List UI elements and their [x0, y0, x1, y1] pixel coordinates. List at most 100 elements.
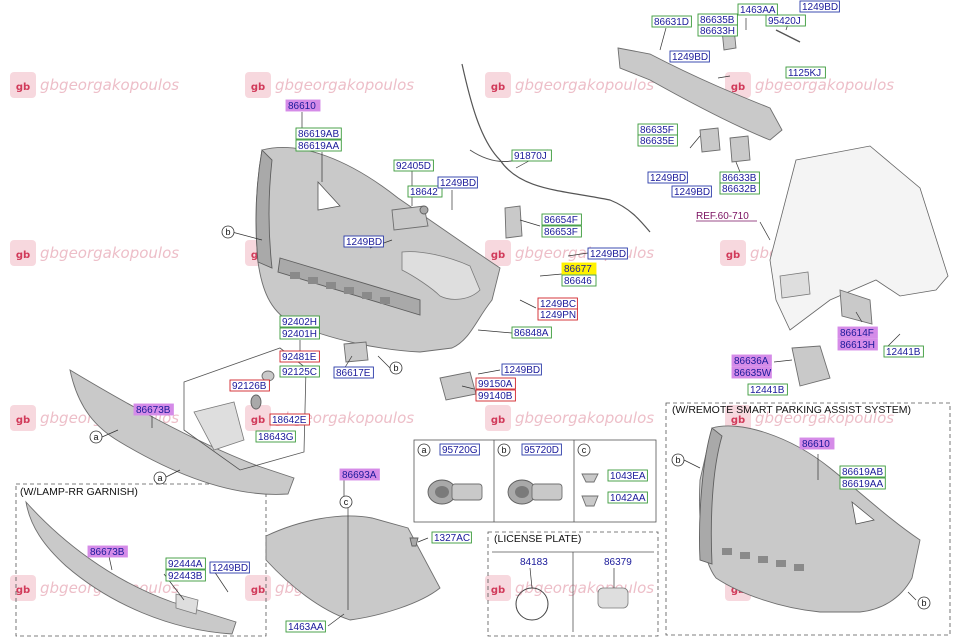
part-label-text: 86619AA	[842, 479, 883, 490]
part-label-box	[229, 379, 270, 392]
wiring-harness	[461, 63, 651, 233]
parking-sensor-a-icon	[427, 479, 483, 505]
svg-text:gb: gb	[491, 585, 505, 596]
part-label-box	[521, 443, 562, 456]
part-label-text: 86654F	[544, 215, 578, 226]
svg-text:gb: gb	[731, 415, 745, 426]
part-label-text: 91870J	[514, 151, 547, 162]
part-label-p86610-b: 86610	[799, 437, 835, 450]
part-label-p92405D: 92405D	[393, 159, 434, 172]
part-label-text: 86848A	[514, 328, 549, 339]
part-label-box	[541, 213, 582, 226]
part-label-p86693A: 86693A	[339, 468, 380, 481]
part-label-p1249BD-h: 1249BD	[671, 185, 712, 198]
part-label-text: 1249PN	[540, 310, 576, 321]
body-opening	[779, 271, 811, 299]
part-label-box	[883, 345, 924, 358]
part-label-p1463AA-b: 1463AA	[285, 620, 326, 633]
legend-table: a b c	[413, 439, 657, 523]
part-label-box	[731, 354, 772, 367]
part-label-p92481E: 92481E	[279, 350, 320, 363]
clip-95420J-icon	[775, 29, 801, 43]
part-label-text: 86619AB	[298, 129, 339, 140]
smart-parking-frame-title: (W/REMOTE SMART PARKING ASSIST SYSTEM)	[672, 404, 911, 416]
watermark-logo: gb	[485, 240, 511, 266]
part-label-text: 92405D	[396, 161, 431, 172]
watermark-text: gbgeorgakopoulos	[515, 244, 654, 262]
part-label-text: 1463AA	[740, 5, 776, 16]
part-label-p92402H: 92402H	[279, 315, 320, 328]
svg-text:gb: gb	[16, 415, 30, 426]
part-label-box	[587, 247, 628, 260]
part-label-text: 99150A	[478, 379, 513, 390]
legend-callout-a-text: a	[421, 445, 426, 455]
part-label-box	[501, 363, 542, 376]
part-label-box	[343, 235, 384, 248]
part-label-p86677: 86677	[561, 262, 597, 275]
bumper-beam	[617, 47, 783, 141]
part-label-box	[837, 338, 878, 351]
part-label-text: 86619AA	[298, 141, 339, 152]
part-label-p1249BD-i: 1249BD	[209, 561, 250, 574]
part-label-box	[87, 545, 128, 558]
part-label-p86610: 86610	[285, 99, 321, 112]
part-label-text: 1249BD	[504, 365, 540, 376]
part-label-box	[731, 366, 772, 379]
part-label-box	[541, 225, 582, 238]
part-label-p92444A: 92444A	[165, 557, 206, 570]
part-label-text: 86610	[288, 101, 316, 112]
part-label-box	[279, 315, 320, 328]
svg-text:gb: gb	[16, 585, 30, 596]
watermark-text: gbgeorgakopoulos	[755, 76, 894, 94]
watermark-logo: gb	[725, 72, 751, 98]
part-label-p86635W: 86635W	[731, 366, 772, 379]
part-label-box	[295, 139, 342, 152]
part-label-box	[537, 308, 578, 321]
part-label-box	[393, 159, 434, 172]
watermark-text: gbgeorgakopoulos	[515, 409, 654, 427]
part-label-box	[279, 350, 320, 363]
part-label-legend-cells-3-part: 1042AA	[607, 491, 648, 504]
part-label-p1249BD-b: 1249BD	[343, 235, 384, 248]
part-label-box	[747, 383, 788, 396]
part-label-box	[333, 366, 374, 379]
part-label-box	[561, 262, 597, 275]
garnish-diffuser	[25, 500, 237, 635]
part-label-box	[475, 377, 516, 390]
part-label-box	[737, 3, 778, 16]
part-label-box	[511, 149, 552, 162]
part-label-p18642: 18642	[407, 185, 443, 198]
watermark-logo: gb	[245, 405, 271, 431]
part-label-p1327AC: 1327AC	[431, 531, 472, 544]
part-label-box	[799, 437, 835, 450]
part-label-text: 86613H	[840, 340, 875, 351]
sensor-bracket-icon	[193, 401, 245, 451]
part-label-text: 18642	[410, 187, 438, 198]
svg-text:gb: gb	[251, 82, 265, 93]
garnish-lamp-icon	[175, 593, 199, 615]
part-label-text: 18642E	[272, 415, 307, 426]
part-label-box	[785, 66, 826, 79]
sensor-group-outline	[183, 347, 307, 471]
bracket-86633B-icon	[729, 135, 751, 163]
part-label-text: 92125C	[282, 367, 317, 378]
rear-bumper-cover	[255, 147, 501, 353]
part-label-text: 86617E	[336, 368, 371, 379]
part-label-box	[339, 468, 380, 481]
part-label-p86646: 86646	[561, 274, 597, 287]
clip-1042AA-icon	[581, 495, 599, 507]
part-label-text: 12441B	[750, 385, 785, 396]
part-label-box	[279, 327, 320, 340]
part-label-box	[839, 477, 886, 490]
part-label-p1249BD-e: 1249BD	[799, 0, 840, 13]
part-label-text: 1249BD	[802, 2, 838, 13]
part-label-legend-cells-2-part: 1043EA	[607, 469, 648, 482]
part-label-text: 18643G	[258, 432, 294, 443]
svg-text:gb: gb	[731, 82, 745, 93]
legend-callout-c-text: c	[582, 445, 587, 455]
part-label-text: 86619AB	[842, 467, 883, 478]
part-label-box	[561, 274, 597, 287]
callout-b-text: b	[921, 598, 926, 608]
callout-b	[221, 225, 235, 239]
